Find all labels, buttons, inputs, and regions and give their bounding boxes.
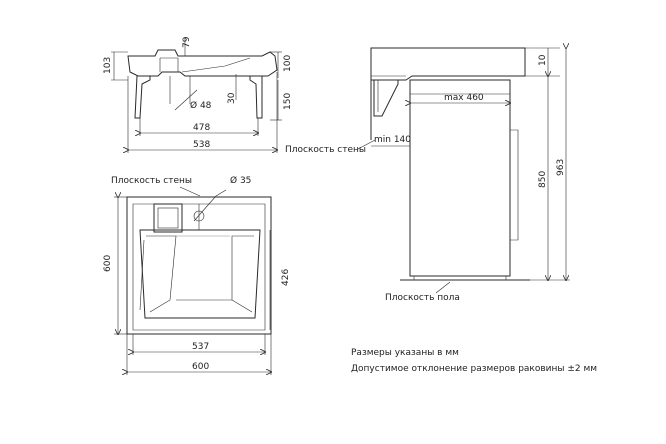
dim-963: 963 <box>556 159 566 176</box>
dim-min140: min 140 <box>374 135 411 145</box>
dim-426: 426 <box>281 269 291 286</box>
note-units: Размеры указаны в мм <box>351 348 459 358</box>
dim-537: 537 <box>192 342 209 352</box>
wall-plane-label-side: Плоскость стены <box>285 145 366 155</box>
dim-478: 478 <box>193 123 210 133</box>
dim-d48: Ø 48 <box>190 100 212 111</box>
dim-850: 850 <box>538 171 548 188</box>
top-plan-view <box>114 189 271 375</box>
dim-150: 150 <box>283 93 293 110</box>
dim-103: 103 <box>103 57 113 74</box>
dim-600-vertical: 600 <box>103 255 113 272</box>
side-section-view <box>111 38 282 153</box>
note-tolerance: Допустимое отклонение размеров раковины … <box>351 364 597 374</box>
dim-d35: Ø 35 <box>230 175 251 186</box>
floor-plane-label: Плоскость пола <box>385 293 460 303</box>
dim-10: 10 <box>538 54 548 66</box>
dim-79: 79 <box>182 36 192 48</box>
wall-plane-label-top: Плоскость стены <box>111 176 192 186</box>
dim-30: 30 <box>227 92 237 104</box>
dim-max460: max 460 <box>444 93 484 103</box>
machine-side-view <box>370 48 570 280</box>
dim-600-horizontal: 600 <box>192 362 209 372</box>
dim-538: 538 <box>193 140 210 150</box>
dim-100: 100 <box>283 55 293 72</box>
